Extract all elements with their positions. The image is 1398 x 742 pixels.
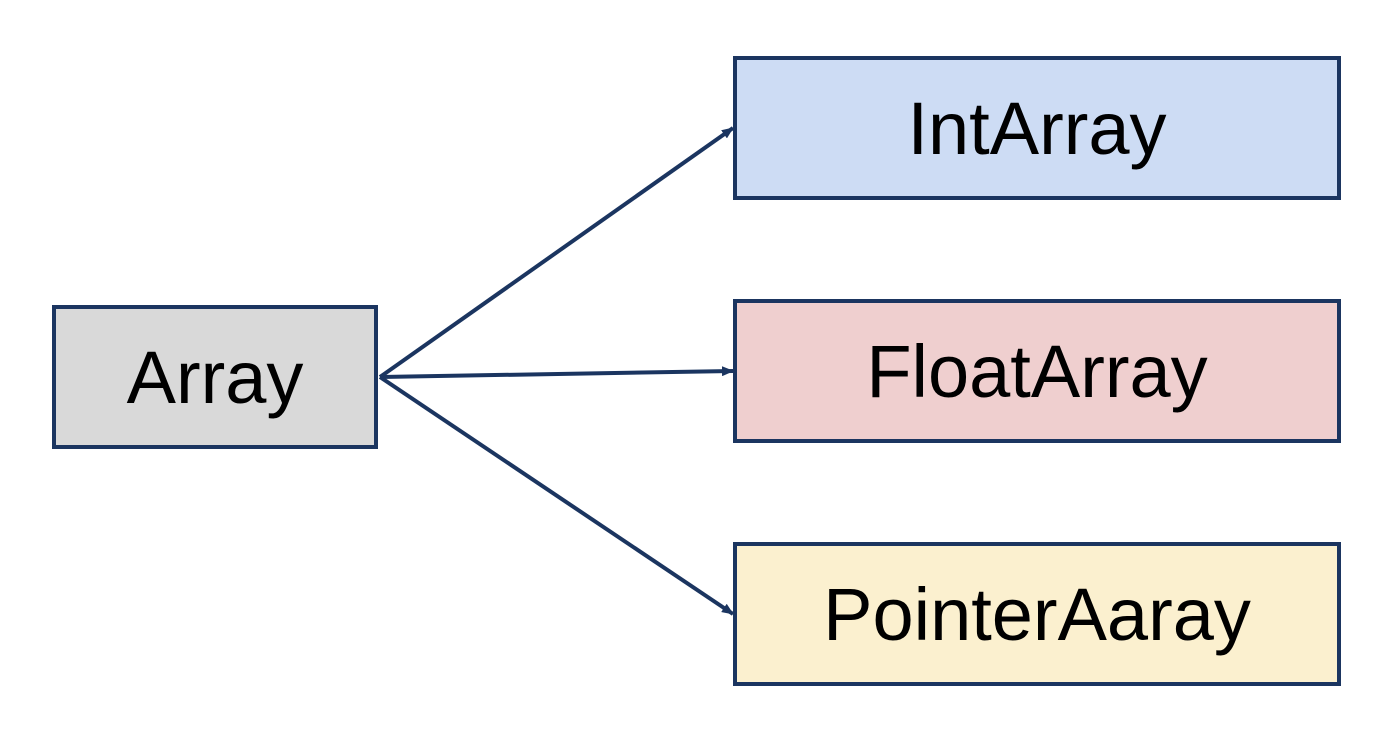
array-label: Array [126,335,304,419]
floatarray-label: FloatArray [866,329,1208,413]
edge-array-to-floatarray [379,366,734,379]
array-node: Array [52,305,378,449]
pointeraaray-node: PointerAaray [733,542,1341,686]
intarray-label: IntArray [907,86,1167,170]
pointeraaray-label: PointerAaray [823,572,1251,656]
edge-array-to-pointeraaray [378,375,735,616]
edge-array-to-intarray [378,126,735,379]
intarray-node: IntArray [733,56,1341,200]
floatarray-node: FloatArray [733,299,1341,443]
